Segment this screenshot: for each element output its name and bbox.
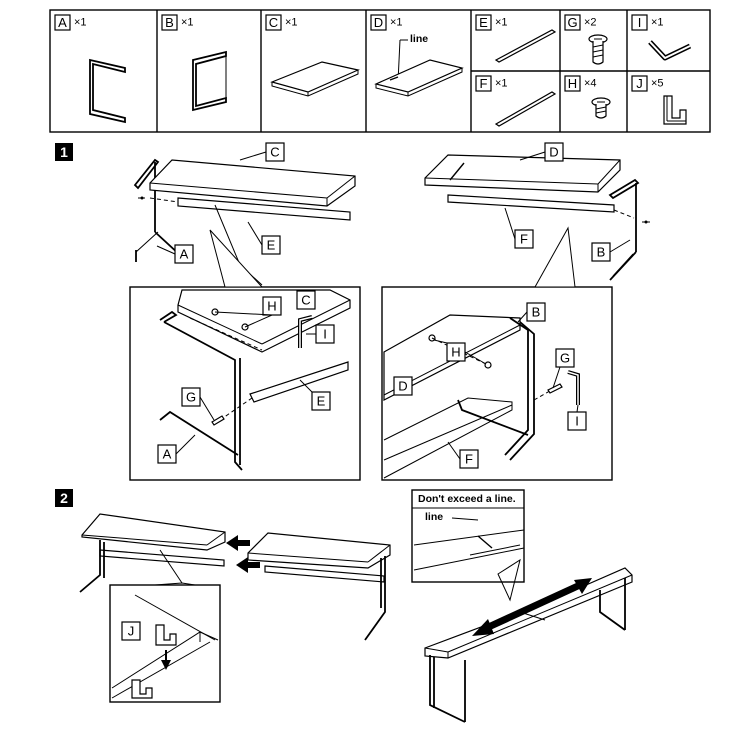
label-f-detail: F	[465, 452, 473, 467]
parts-table: A ×1 B ×1 C ×1	[49, 9, 711, 133]
part-label-b: B	[165, 15, 174, 30]
part-cell-e: E ×1	[475, 14, 557, 63]
part-label-c: C	[269, 15, 278, 30]
step2-right-half	[247, 532, 391, 641]
hex-key-i-icon	[648, 40, 692, 61]
line-warning-callout: Don't exceed a line. line	[411, 489, 525, 583]
screw-h-icon	[591, 97, 611, 119]
shelf-board-d-drawing	[374, 59, 464, 97]
label-c-overview: C	[270, 145, 279, 160]
part-cell-a: A ×1	[54, 14, 126, 124]
part-qty-i: ×1	[651, 17, 664, 29]
part-cell-c: C ×1	[265, 14, 360, 97]
warning-text: Don't exceed a line.	[418, 493, 516, 505]
label-g-detail-right: G	[560, 351, 570, 366]
step1-right-overview: D F B	[424, 142, 650, 281]
step1-right-detail: B H D G I F	[381, 226, 613, 481]
slide-double-arrow-icon	[472, 578, 592, 636]
part-cell-j: J ×5	[631, 75, 687, 125]
label-f-overview: F	[520, 232, 528, 247]
label-d-detail: D	[398, 379, 407, 394]
label-b-overview: B	[597, 245, 606, 260]
step2-left-half	[79, 513, 226, 593]
part-label-d: D	[374, 15, 383, 30]
part-qty-b: ×1	[181, 17, 194, 29]
label-i-detail-right: I	[575, 414, 579, 429]
part-label-e: E	[479, 15, 488, 30]
part-qty-c: ×1	[285, 17, 298, 29]
label-j-detail: J	[128, 624, 135, 639]
label-c-detail: C	[301, 293, 310, 308]
rail-f-drawing	[494, 91, 557, 127]
part-label-f: F	[480, 76, 488, 91]
bolt-g-icon	[588, 34, 608, 65]
part-cell-h: H ×4	[564, 75, 611, 119]
part-d-line-note: line	[410, 33, 428, 45]
side-frame-b-drawing	[192, 50, 227, 112]
part-cell-f: F ×1	[475, 75, 557, 127]
part-qty-j: ×5	[651, 78, 664, 90]
step1-left-overview: C A E	[133, 142, 356, 286]
part-label-h: H	[568, 76, 577, 91]
label-h-detail-left: H	[267, 299, 276, 314]
side-frame-a-drawing	[89, 58, 126, 124]
part-label-a: A	[58, 15, 67, 30]
shelf-board-c-drawing	[270, 61, 360, 97]
step-1-badge: 1	[60, 144, 68, 160]
step-2-section: 2	[55, 489, 633, 723]
label-e-detail: E	[317, 394, 326, 409]
part-label-i: I	[638, 15, 642, 30]
label-d-overview: D	[549, 145, 558, 160]
part-qty-h: ×4	[584, 78, 597, 90]
part-cell-g: G ×2	[564, 14, 608, 65]
hook-j-detail-icon	[155, 624, 177, 646]
step-2-badge: 2	[60, 490, 68, 506]
part-cell-d: D ×1 line	[370, 14, 464, 97]
line-label: line	[425, 511, 443, 523]
part-cell-b: B ×1	[161, 14, 227, 112]
hook-detail: J	[109, 582, 221, 703]
label-a-detail: A	[163, 447, 172, 462]
rail-e-drawing	[494, 29, 557, 63]
label-h-detail-right: H	[451, 345, 460, 360]
part-qty-g: ×2	[584, 17, 597, 29]
part-label-j: J	[636, 76, 643, 91]
part-qty-d: ×1	[390, 17, 403, 29]
push-arrows	[226, 535, 260, 573]
label-e-overview: E	[267, 238, 276, 253]
step-1-section: 1 C A E	[55, 142, 650, 481]
part-cell-i: I ×1	[631, 14, 692, 61]
step1-left-detail: H C I G E A	[129, 229, 361, 481]
label-b-detail: B	[532, 305, 541, 320]
label-i-detail-left: I	[323, 327, 327, 342]
part-qty-e: ×1	[495, 17, 508, 29]
label-g-detail-left: G	[186, 390, 196, 405]
part-qty-a: ×1	[74, 17, 87, 29]
part-label-g: G	[567, 15, 577, 30]
label-a-overview: A	[180, 247, 189, 262]
part-qty-f: ×1	[495, 78, 508, 90]
hook-j-icon	[663, 95, 687, 125]
step2-assembled-shelf	[424, 558, 633, 723]
